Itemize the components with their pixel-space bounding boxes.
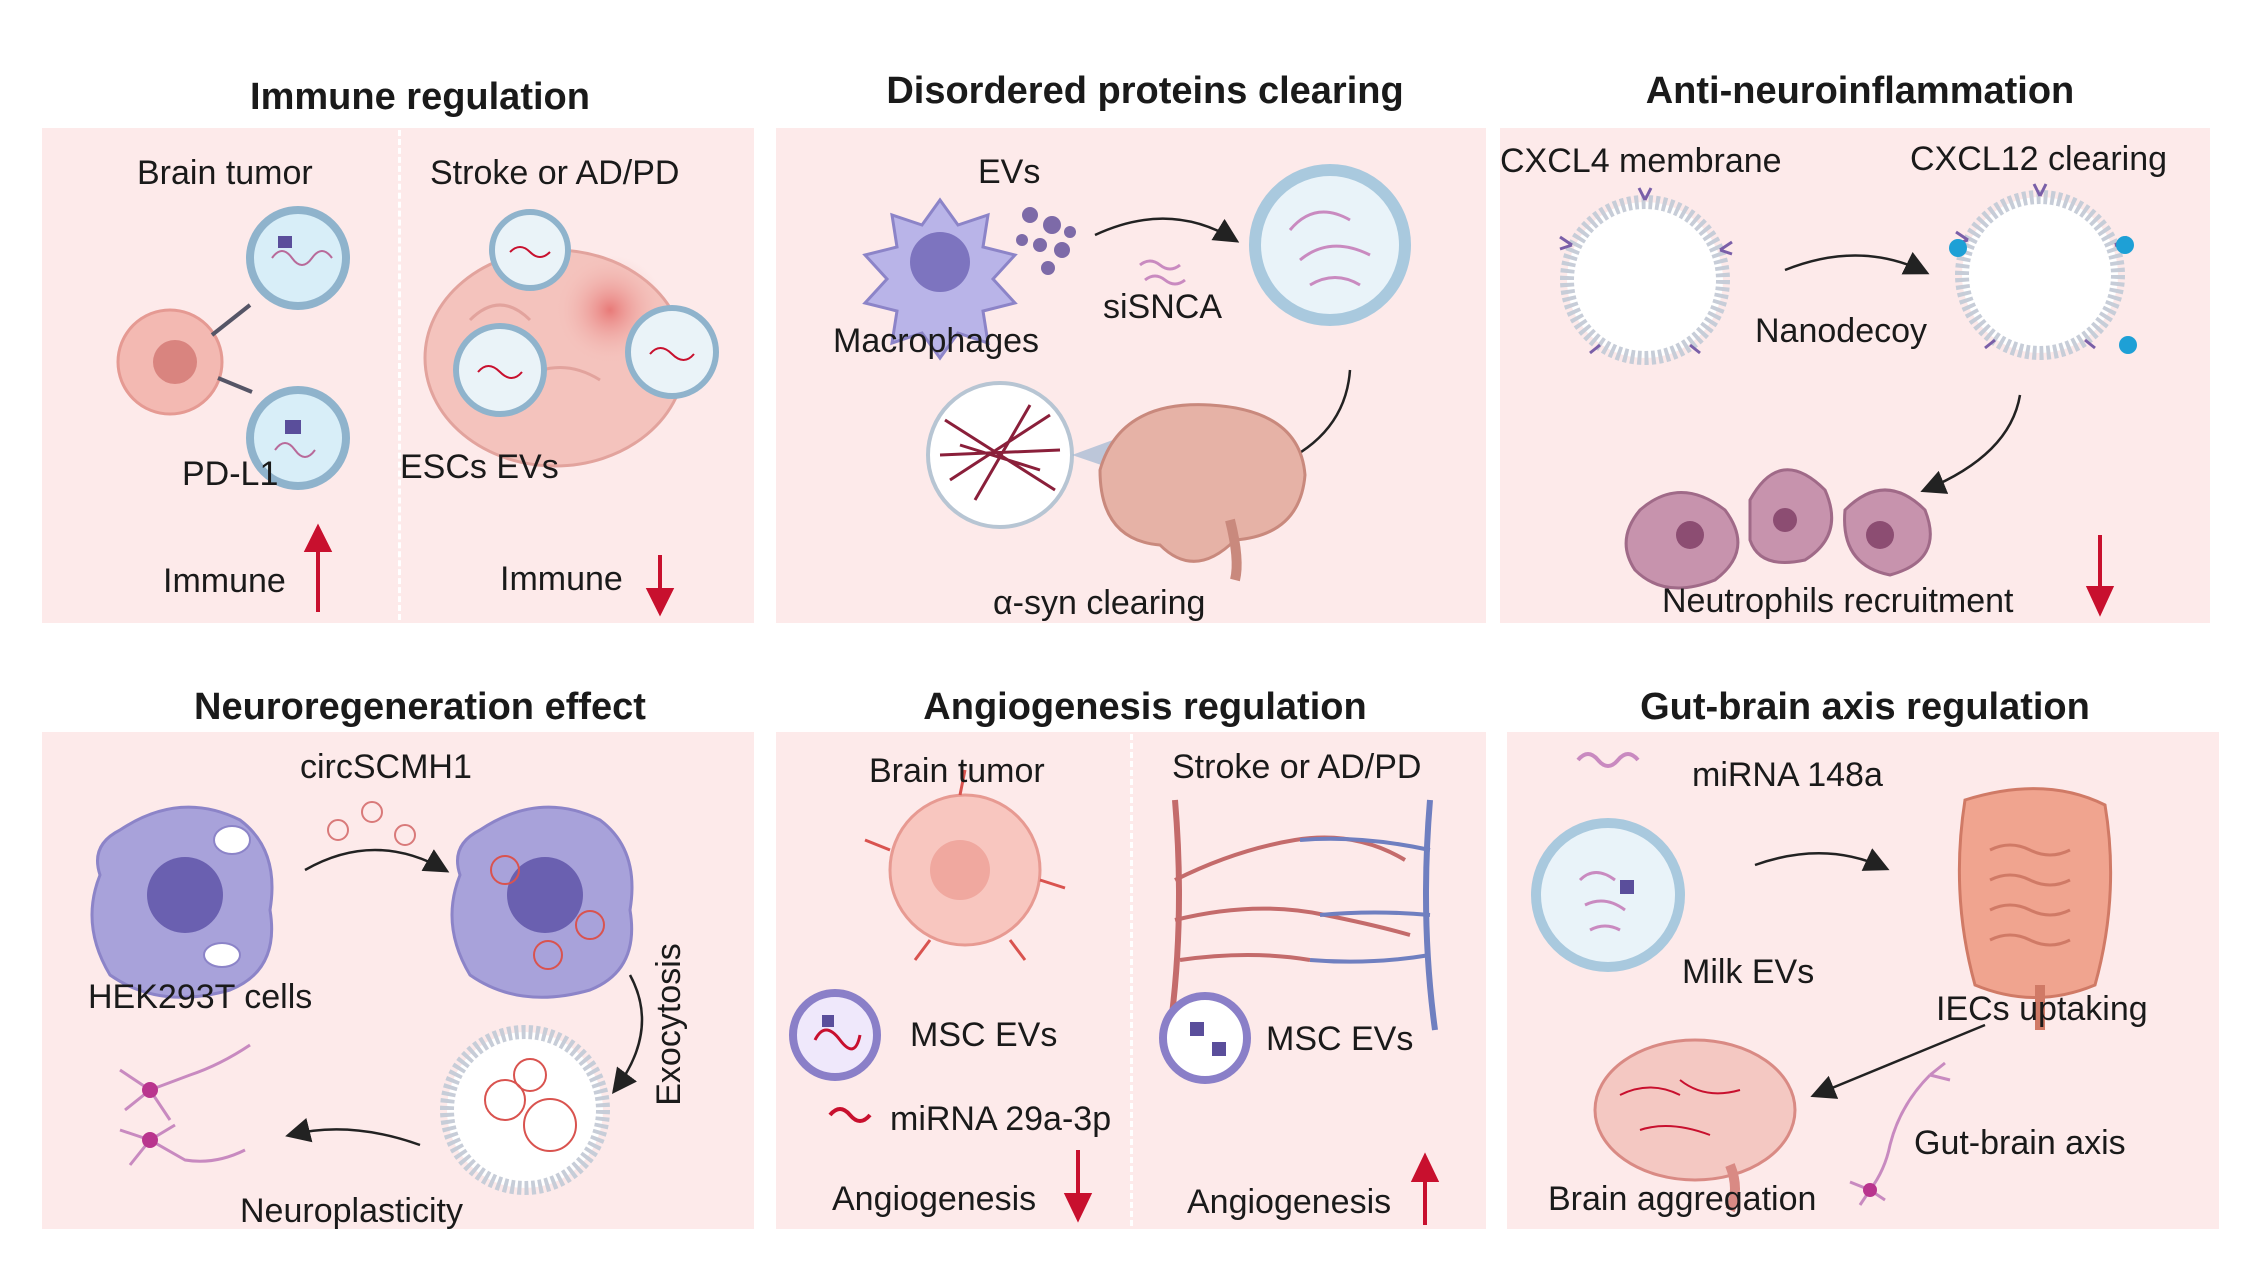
immune-left-label: Immune [163, 562, 286, 600]
hek293t-cell-icon [450, 805, 634, 999]
cxcl4-label: CXCL4 membrane [1500, 142, 1782, 180]
angio-divider [1130, 734, 1133, 1226]
vesicle-icon [246, 206, 350, 310]
brain-icon [1593, 1038, 1797, 1213]
vesicle-icon [625, 305, 719, 399]
neutrophil-nucleus-icon [1676, 508, 1894, 549]
iecs-label: IECs uptaking [1936, 990, 2148, 1028]
process-arrow-icon [1810, 1023, 1986, 1099]
mirna-icon [828, 1107, 872, 1123]
membrane-vesicle-icon [1949, 183, 2137, 360]
tumor-vessel-icon [864, 769, 1066, 961]
brain-aggregation-label: Brain aggregation [1548, 1180, 1817, 1218]
immune-left-heading: Brain tumor [137, 154, 313, 192]
vesicle-icon [789, 989, 881, 1081]
antiinflam-title: Anti-neuroinflammation [1645, 70, 2075, 112]
intestine-icon [1957, 787, 2113, 1030]
evs-label: EVs [978, 153, 1041, 191]
process-arrow-icon [1784, 251, 1930, 275]
neuron-icon [119, 1043, 251, 1166]
escs-evs-label: ESCs EVs [400, 448, 559, 486]
up-arrow-icon [303, 523, 333, 612]
process-arrow-icon [1754, 848, 1890, 871]
msc-evs-left-label: MSC EVs [910, 1016, 1058, 1054]
immune-right-heading: Stroke or AD/PD [430, 154, 680, 192]
vesicle-icon [440, 1025, 610, 1195]
neutrophils-label: Neutrophils recruitment [1662, 582, 2014, 620]
vesicle-icon [1159, 992, 1251, 1084]
membrane-vesicle-icon [1559, 187, 1733, 365]
angio-title: Angiogenesis regulation [923, 686, 1367, 728]
mirna-148a-label: miRNA 148a [1692, 756, 1883, 794]
vesicle-icon [453, 323, 547, 417]
gut-title: Gut-brain axis regulation [1640, 686, 2090, 728]
angio-left-heading: Brain tumor [869, 752, 1045, 790]
process-arrow-icon [612, 974, 644, 1095]
process-arrow-icon [1094, 217, 1240, 243]
angio-right-heading: Stroke or AD/PD [1172, 748, 1422, 786]
pd-l1-label: PD-L1 [182, 455, 279, 493]
brain-icon [1098, 403, 1307, 582]
down-arrow-icon [1063, 1150, 1093, 1223]
sisnca-rna-icon [1139, 259, 1186, 286]
milk-evs-label: Milk EVs [1682, 953, 1815, 991]
hek293t-cell-icon [90, 805, 274, 999]
immune-right-label: Immune [500, 560, 623, 598]
process-arrow-icon [285, 1118, 421, 1147]
vesicle-icon [246, 386, 350, 490]
msc-evs-right-label: MSC EVs [1266, 1020, 1414, 1058]
vesicle-icon [1249, 164, 1411, 326]
immune-title: Immune regulation [250, 76, 590, 118]
vesicle-icon [489, 209, 571, 291]
exocytosis-label: Exocytosis [649, 943, 688, 1106]
process-arrow-icon [304, 848, 450, 873]
process-arrow-icon [1920, 394, 2022, 494]
vesicle-icon [1531, 818, 1685, 972]
circrna-icon [327, 801, 416, 846]
sisnca-label: siSNCA [1103, 288, 1223, 326]
gut-brain-axis-label: Gut-brain axis [1914, 1124, 2126, 1162]
cxcl12-label: CXCL12 clearing [1910, 140, 2168, 178]
immune-divider [398, 130, 401, 620]
down-arrow-icon [2085, 535, 2115, 617]
evs-dots-icon [1016, 207, 1076, 275]
mirna-29a-label: miRNA 29a-3p [890, 1100, 1112, 1138]
mirna-icon [1576, 752, 1640, 768]
disordered-title: Disordered proteins clearing [886, 70, 1404, 112]
asyn-label: α-syn clearing [993, 584, 1206, 622]
nanodecoy-label: Nanodecoy [1755, 312, 1928, 350]
neuroplasticity-label: Neuroplasticity [240, 1192, 463, 1230]
neuroregen-title: Neuroregeneration effect [194, 686, 646, 728]
down-arrow-icon [645, 555, 675, 617]
gut-brain-neuron-icon [1849, 1061, 1951, 1206]
macrophages-label: Macrophages [833, 322, 1040, 360]
tumor-cell-icon [116, 308, 224, 416]
hek293t-label: HEK293T cells [88, 978, 313, 1016]
macrophage-icon [862, 197, 1018, 361]
vessel-network-icon [1167, 799, 1438, 1031]
angiogenesis-right-label: Angiogenesis [1187, 1183, 1392, 1221]
pd-l1-binding-icon [210, 303, 253, 394]
circscmh1-label: circSCMH1 [300, 748, 472, 786]
angiogenesis-left-label: Angiogenesis [832, 1180, 1037, 1218]
up-arrow-icon [1410, 1152, 1440, 1225]
